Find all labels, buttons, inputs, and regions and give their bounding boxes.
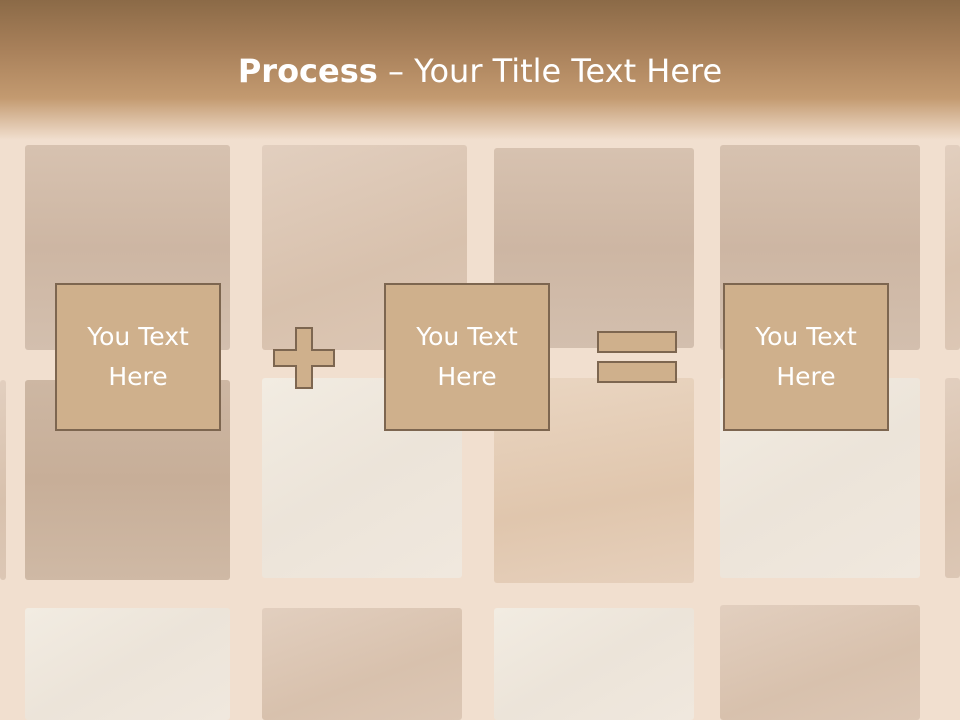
process-box-3[interactable]: You Text Here — [723, 283, 889, 431]
title-dash: – — [377, 52, 415, 90]
process-box-1[interactable]: You Text Here — [55, 283, 221, 431]
slide-title[interactable]: Process – Your Title Text Here — [0, 52, 960, 90]
equals-icon — [597, 331, 677, 383]
title-rest: Your Title Text Here — [414, 52, 723, 90]
plus-icon — [273, 327, 335, 389]
process-box-3-label: You Text Here — [755, 322, 857, 391]
title-banner — [0, 0, 960, 140]
process-box-2[interactable]: You Text Here — [384, 283, 550, 431]
process-box-1-label: You Text Here — [87, 322, 189, 391]
title-bold: Process — [237, 52, 378, 90]
process-box-2-label: You Text Here — [416, 322, 518, 391]
